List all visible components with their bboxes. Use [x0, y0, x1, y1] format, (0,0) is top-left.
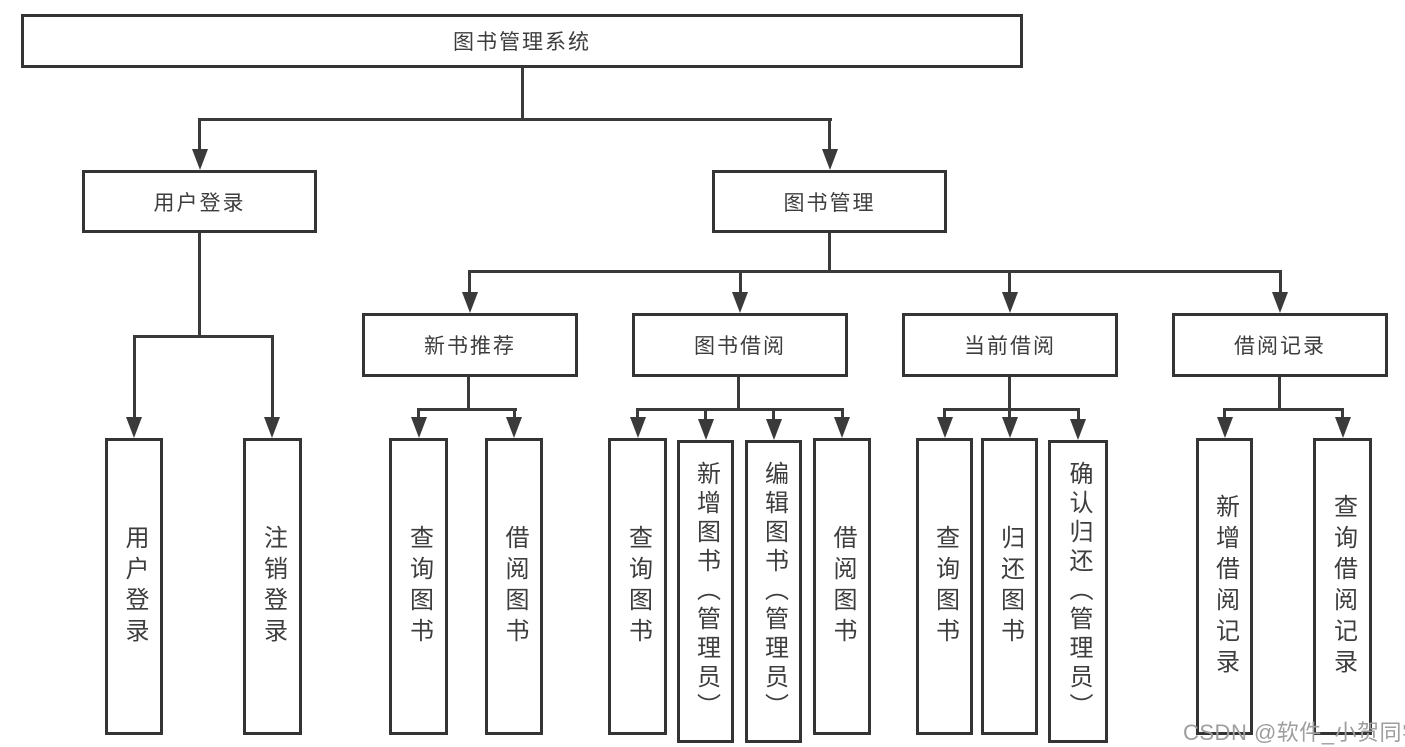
arrowhead-leaf-logout — [264, 417, 280, 438]
connector-drop — [417, 411, 420, 418]
connector-userlogin-stem — [198, 233, 201, 337]
connector-userlogin-branch — [133, 335, 274, 338]
arrowhead-book-management — [822, 149, 838, 170]
connector-drop — [513, 411, 516, 418]
connector-drop — [841, 411, 844, 418]
connector-currentborrow-stem — [1008, 377, 1011, 410]
connector-drop-newbook — [468, 273, 471, 293]
leaf-add-borrow-record: 新增借阅记录 — [1196, 438, 1253, 735]
connector-drop — [943, 411, 946, 418]
arrowhead-borrowrecord — [1272, 292, 1288, 313]
connector-drop — [772, 411, 775, 420]
connector-drop-leaf-logout — [271, 338, 274, 418]
arrowhead-leaf-login — [126, 417, 142, 438]
connector-bookmgmt-stem — [828, 233, 831, 273]
arrowhead-query-books-3 — [937, 417, 953, 438]
arrowhead-currentborrow — [1002, 292, 1018, 313]
connector-root-branch — [198, 118, 832, 121]
connector-drop-borrowrecord — [1279, 273, 1282, 293]
arrowhead-borrow-books-1 — [506, 417, 522, 438]
node-borrow-records: 借阅记录 — [1172, 313, 1388, 377]
arrowhead-add-borrow-record — [1217, 417, 1233, 438]
arrowhead-newbook — [462, 292, 478, 313]
arrowhead-borrow-books-2 — [834, 417, 850, 438]
connector-newbook-stem — [467, 377, 470, 410]
connector-drop-user-login — [198, 121, 201, 150]
leaf-logout: 注销登录 — [243, 438, 302, 735]
node-book-management: 图书管理 — [712, 170, 947, 233]
connector-borrowrecord-stem — [1278, 377, 1281, 410]
arrowhead-confirm-return — [1070, 419, 1086, 440]
leaf-query-books-current: 查询图书 — [916, 438, 973, 735]
connector-newbook-branch — [417, 408, 517, 411]
arrowhead-user-login — [192, 149, 208, 170]
leaf-confirm-return-admin: 确认归还（管理员） — [1048, 440, 1108, 743]
arrowhead-query-borrow-record — [1335, 417, 1351, 438]
arrowhead-add-books — [698, 419, 714, 440]
connector-drop — [704, 411, 707, 420]
node-current-borrow: 当前借阅 — [902, 313, 1118, 377]
connector-drop-currentborrow — [1008, 273, 1011, 293]
connector-drop — [1341, 411, 1344, 418]
node-new-book-recommend: 新书推荐 — [362, 313, 578, 377]
node-book-borrow: 图书借阅 — [632, 313, 848, 377]
arrowhead-return-books — [1002, 417, 1018, 438]
leaf-query-books-borrow: 查询图书 — [608, 438, 667, 735]
connector-currentborrow-branch — [943, 408, 1080, 411]
connector-borrowrecord-branch — [1223, 408, 1344, 411]
connector-drop — [636, 411, 639, 418]
arrowhead-edit-books — [766, 419, 782, 440]
leaf-borrow-books-borrow: 借阅图书 — [813, 438, 871, 735]
node-user-login: 用户登录 — [82, 170, 317, 233]
connector-drop-bookborrow — [739, 273, 742, 293]
csdn-watermark: CSDN @软件_小贺同学 — [1183, 720, 1405, 745]
connector-root-stem — [521, 68, 524, 121]
connector-bookmgmt-branch — [468, 270, 1282, 273]
arrowhead-query-books-2 — [630, 417, 646, 438]
leaf-return-books: 归还图书 — [981, 438, 1038, 735]
leaf-add-books-admin: 新增图书（管理员） — [677, 440, 734, 743]
leaf-query-borrow-record: 查询借阅记录 — [1313, 438, 1372, 735]
connector-drop-book-management — [828, 121, 831, 150]
node-library-management-system: 图书管理系统 — [21, 14, 1023, 68]
leaf-query-books-newbook: 查询图书 — [389, 438, 448, 735]
connector-bookborrow-stem — [737, 377, 740, 410]
leaf-edit-books-admin: 编辑图书（管理员） — [745, 440, 802, 743]
connector-drop — [1008, 411, 1011, 418]
arrowhead-query-books-1 — [411, 417, 427, 438]
leaf-borrow-books-newbook: 借阅图书 — [485, 438, 543, 735]
leaf-user-login: 用户登录 — [105, 438, 163, 735]
connector-bookborrow-branch — [636, 408, 844, 411]
arrowhead-bookborrow — [732, 292, 748, 313]
connector-drop — [1077, 411, 1080, 420]
connector-drop — [1223, 411, 1226, 418]
connector-drop-leaf-login — [133, 338, 136, 418]
